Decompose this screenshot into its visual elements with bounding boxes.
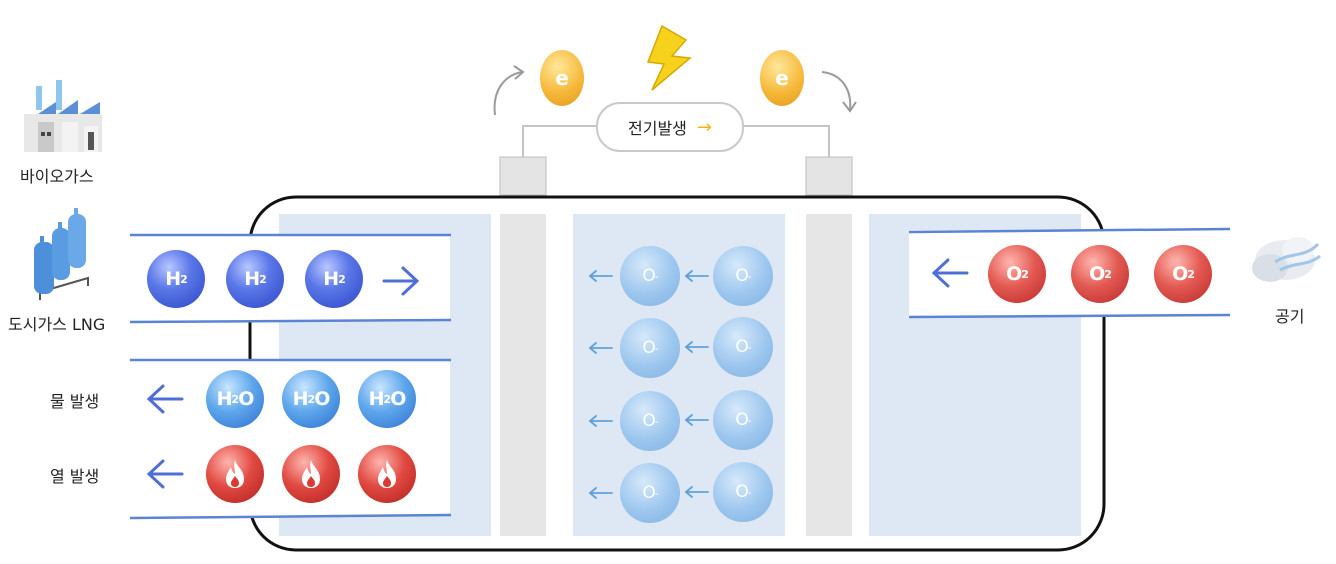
heat-molecule [206, 445, 264, 503]
anode-terminal [499, 156, 547, 196]
wire-left [522, 125, 596, 157]
wire-right [740, 125, 830, 157]
cathode-membrane [806, 214, 852, 536]
factory-icon [24, 80, 102, 152]
flame-icon [302, 460, 320, 488]
cloud-icon [1252, 237, 1321, 282]
water-output-label: 물 발생 [50, 392, 100, 411]
electron-arrow-up [493, 71, 523, 116]
gas-tank-icon [34, 208, 89, 300]
heat-molecule [358, 445, 416, 503]
electron-right: e [760, 50, 804, 106]
oxide-ion: O- [620, 391, 680, 451]
biogas-label: 바이오가스 [20, 167, 94, 186]
heat-molecule [282, 445, 340, 503]
power-label: 전기발생 [628, 119, 687, 138]
city-gas-label: 도시가스 LNG [8, 315, 106, 334]
flame-icon [226, 460, 244, 488]
heat-output-label: 열 발생 [50, 467, 100, 486]
arrow-right-icon: → [696, 116, 712, 138]
electron-arrow-down [821, 71, 852, 111]
oxide-ion: O- [713, 317, 773, 377]
fuel-arrow-right-icon [382, 266, 420, 296]
flame-icon [378, 460, 396, 488]
oxide-ion: O- [620, 246, 680, 306]
oxide-ion: O- [620, 318, 680, 378]
anode-membrane [500, 214, 546, 536]
oxide-ion: O- [620, 463, 680, 523]
electron-left: e [540, 50, 584, 106]
oxide-ion: O- [713, 390, 773, 450]
air-arrow-left-icon [931, 258, 969, 288]
power-generation-badge: 전기발생 → [596, 102, 744, 152]
air-label: 공기 [1275, 307, 1305, 326]
oxide-ion: O- [713, 246, 773, 306]
water-arrow-left-icon [146, 384, 184, 414]
cathode-terminal [805, 156, 853, 196]
lightning-icon [646, 24, 692, 91]
oxide-ion: O- [713, 462, 773, 522]
heat-arrow-left-icon [146, 459, 184, 489]
oxide-arrows [588, 270, 709, 499]
